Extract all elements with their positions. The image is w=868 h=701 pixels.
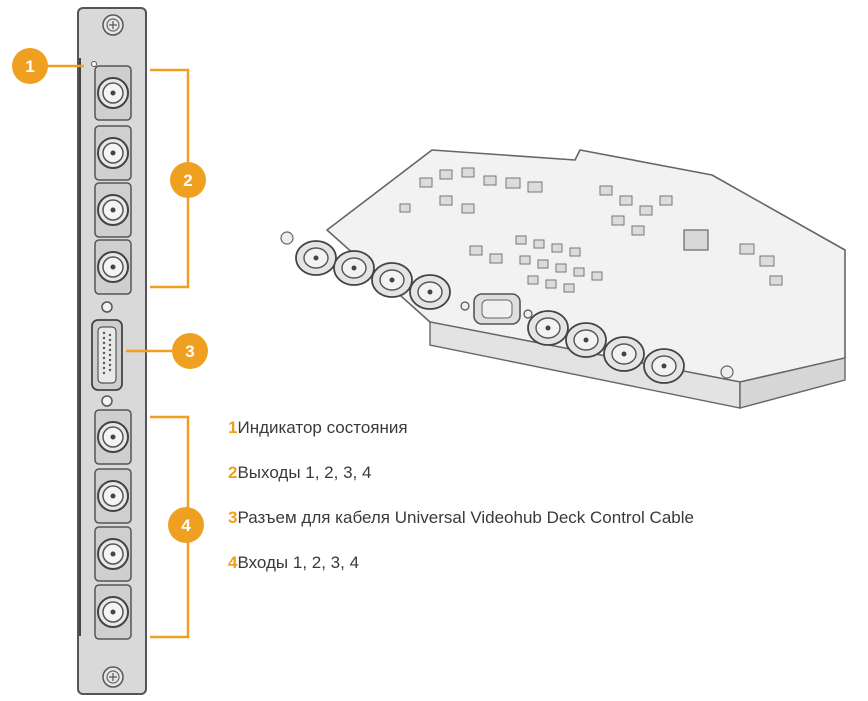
svg-text:2: 2 [183,171,192,190]
callout-badge-2: 2 [170,162,206,198]
legend-item-2: 2Выходы 1, 2, 3, 4 [228,463,372,482]
front-panel [77,7,147,695]
legend-item-1: 1Индикатор состояния [228,418,408,437]
callout-badge-1: 1 [12,48,48,84]
card-isometric [280,149,846,409]
callout-badge-4: 4 [168,507,204,543]
bottom-screw-icon [102,666,124,688]
deck-control-connector [91,319,123,391]
svg-text:4: 4 [181,516,191,535]
svg-text:3: 3 [185,342,194,361]
chip [683,229,709,251]
output-bnc-2 [94,125,132,181]
input-bnc-1 [94,409,132,465]
callout-badge-3: 3 [172,333,208,369]
callout-legend: 1Индикатор состояния 2Выходы 1, 2, 3, 4 … [228,416,694,596]
output-bnc-4 [94,239,132,295]
svg-text:1: 1 [25,57,34,76]
output-bnc-3 [94,182,132,238]
top-screw-icon [102,14,124,36]
legend-item-3: 3Разъем для кабеля Universal Videohub De… [228,508,694,527]
input-bnc-4 [94,584,132,640]
input-bnc-2 [94,468,132,524]
input-bnc-3 [94,526,132,582]
status-led [91,61,97,67]
output-bnc-1 [94,65,132,121]
legend-item-4: 4Входы 1, 2, 3, 4 [228,553,360,572]
